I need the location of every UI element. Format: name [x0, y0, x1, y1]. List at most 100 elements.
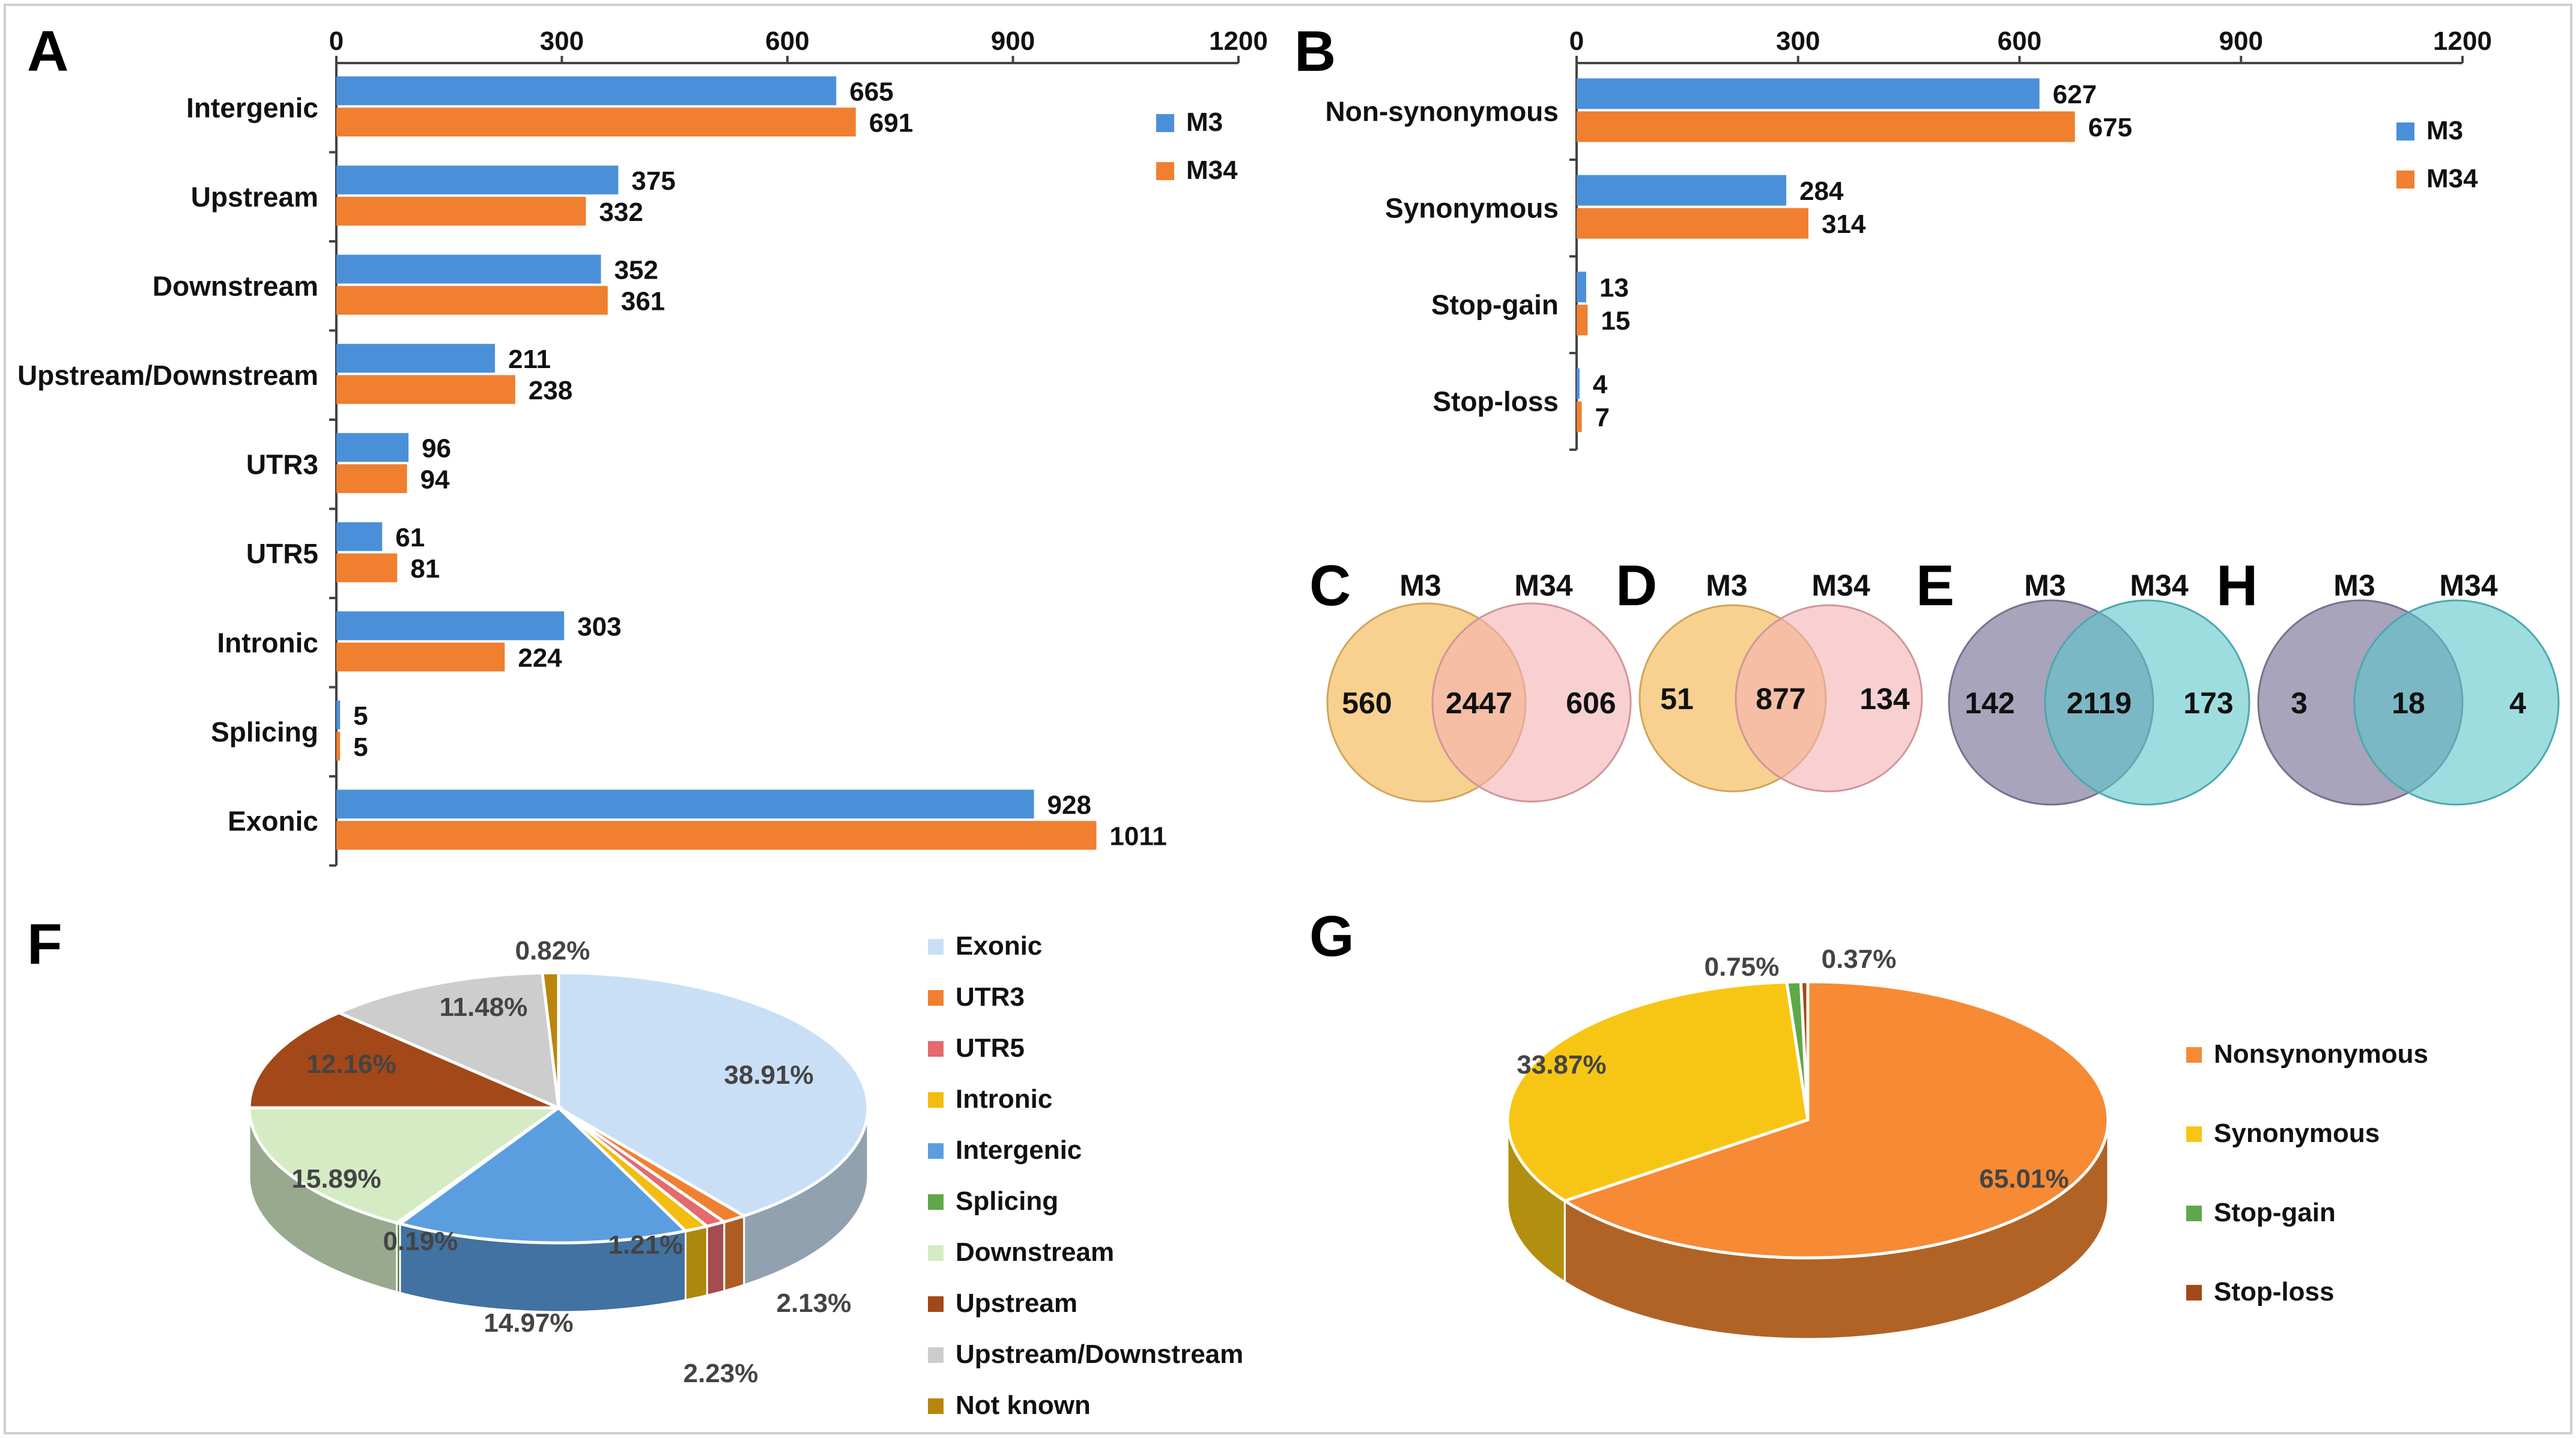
x-tick-label: 600	[765, 26, 809, 56]
data-label-m3-downstream: 352	[614, 255, 658, 285]
pie-label-downstream: 15.89%	[291, 1164, 381, 1194]
bar-m34-stop-gain	[1577, 304, 1588, 336]
data-label-m3-utr5: 61	[395, 523, 425, 552]
category-label-intergenic: Intergenic	[186, 92, 318, 123]
category-label-utr3: UTR3	[246, 449, 318, 480]
bar-m3-intergenic	[336, 76, 837, 106]
data-label-m3-stop-gain: 13	[1599, 273, 1629, 303]
data-label-m34-stop-loss: 7	[1595, 403, 1610, 432]
panel-letter-f: F	[27, 912, 62, 976]
data-label-m3-utr3: 96	[422, 434, 451, 463]
legend-swatch-upstream-downstream	[928, 1347, 944, 1363]
bar-m3-stop-gain	[1577, 271, 1586, 303]
category-label-upstream-downstream: Upstream/Downstream	[17, 360, 318, 391]
data-label-m3-intergenic: 665	[849, 77, 893, 106]
pie-label-splicing: 0.19%	[383, 1227, 458, 1256]
legend-label-utr5: UTR5	[956, 1033, 1025, 1063]
pie-label-not-known: 0.82%	[515, 936, 590, 965]
venn-circle-m34	[1735, 604, 1923, 793]
bar-m34-exonic	[336, 821, 1097, 850]
legend-label-utr3: UTR3	[956, 982, 1025, 1012]
bar-m34-intergenic	[336, 107, 856, 137]
legend-label-nonsynonymous: Nonsynonymous	[2214, 1039, 2428, 1069]
data-label-m34-utr5: 81	[410, 554, 440, 584]
legend-swatch-upstream	[928, 1296, 944, 1312]
x-tick-label: 900	[2219, 26, 2263, 56]
venn-set-label-m3: M3	[1706, 569, 1747, 602]
legend-label-downstream: Downstream	[956, 1237, 1114, 1267]
venn-value-overlap: 2119	[2067, 686, 2132, 720]
legend-swatch-m34	[1156, 162, 1174, 180]
venn-value-m3-only: 142	[1965, 686, 2014, 720]
legend-label-splicing: Splicing	[956, 1186, 1058, 1216]
venn-set-label-m3: M3	[2333, 569, 2375, 602]
data-label-m34-exonic: 1011	[1109, 821, 1166, 851]
pie-label-nonsynonymous: 65.01%	[1979, 1164, 2068, 1194]
bar-m34-utr5	[336, 553, 398, 582]
pie-slice-upstream	[247, 1011, 559, 1110]
legend-label-upstream: Upstream	[956, 1288, 1077, 1318]
pie-side-intronic	[685, 1225, 708, 1301]
venn-circle-m34	[2353, 599, 2560, 806]
legend-label-intronic: Intronic	[956, 1084, 1052, 1114]
venn-set-label-m34: M34	[2439, 569, 2497, 602]
pie-label-extra-2-13: 2.13%	[777, 1288, 852, 1318]
figure-border	[4, 4, 2572, 1434]
legend-swatch-m3	[2396, 122, 2414, 140]
category-label-utr5: UTR5	[246, 538, 318, 569]
category-label-splicing: Splicing	[211, 716, 318, 748]
data-label-m34-splicing: 5	[353, 733, 368, 762]
data-label-m3-upstream-downstream: 211	[508, 345, 551, 374]
data-label-m34-downstream: 361	[621, 286, 665, 316]
legend-label-intergenic: Intergenic	[956, 1135, 1082, 1165]
bar-m3-utr3	[336, 433, 409, 462]
bar-m34-upstream-downstream	[336, 375, 515, 404]
legend-swatch-utr5	[928, 1041, 944, 1057]
legend-swatch-intronic	[928, 1092, 944, 1108]
legend-label-m3: M3	[1186, 107, 1223, 137]
x-tick-label: 0	[1569, 26, 1584, 56]
panel-letter-a: A	[27, 19, 68, 83]
panel-letter-c: C	[1309, 554, 1351, 618]
x-tick-label: 300	[1776, 26, 1820, 56]
legend-label-m3: M3	[2426, 116, 2463, 145]
pie-slice-nonsynonymous	[1561, 980, 2110, 1260]
x-tick-label: 0	[329, 26, 344, 56]
bar-m3-splicing	[336, 700, 341, 730]
legend-swatch-intergenic	[928, 1143, 944, 1159]
data-label-m3-splicing: 5	[353, 701, 368, 731]
venn-value-overlap: 877	[1756, 682, 1805, 716]
pie-slice-not-known	[541, 971, 560, 1108]
venn-circle-m34	[2044, 599, 2250, 806]
panel-f-pie-chart: F38.91%14.97%0.19%15.89%12.16%11.48%0.82…	[27, 912, 1243, 1420]
venn-value-m34-only: 134	[1859, 682, 1910, 716]
legend-label-m34: M34	[1186, 156, 1238, 185]
legend-label-m34: M34	[2426, 164, 2478, 193]
pie-side-utr3	[723, 1215, 745, 1292]
bar-m3-downstream	[336, 255, 601, 284]
bar-m3-synonymous	[1577, 175, 1787, 206]
bar-m3-utr5	[336, 522, 383, 551]
pie-label-upstream-downstream: 11.48%	[440, 992, 528, 1022]
x-tick-label: 1200	[1209, 26, 1268, 56]
bar-m34-intronic	[336, 642, 505, 672]
data-label-m34-synonymous: 314	[1822, 210, 1866, 239]
category-label-synonymous: Synonymous	[1385, 193, 1559, 224]
pie-label-stop-loss: 0.37%	[1822, 944, 1897, 974]
legend-label-synonymous: Synonymous	[2214, 1119, 2380, 1148]
bar-m3-upstream	[336, 165, 619, 195]
data-label-m34-upstream: 332	[599, 198, 643, 227]
pie-label-extra-2-23: 2.23%	[683, 1359, 759, 1388]
x-tick-label: 1200	[2433, 26, 2492, 56]
venn-set-label-m3: M3	[1399, 569, 1441, 602]
bar-m3-intronic	[336, 611, 565, 641]
pie-slice-stop-loss	[1799, 980, 1810, 1120]
panel-letter-d: D	[1616, 554, 1657, 618]
pie-label-intronic: 1.21%	[608, 1230, 683, 1260]
venn-value-m3-only: 560	[1342, 686, 1392, 720]
legend-swatch-exonic	[928, 939, 944, 955]
